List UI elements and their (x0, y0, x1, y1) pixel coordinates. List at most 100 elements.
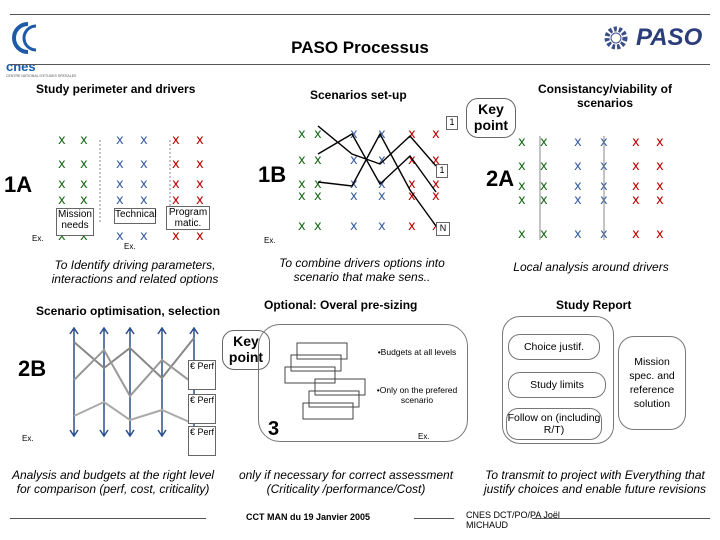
s2-x-mark: x (350, 127, 358, 142)
s1-x-mark: x (140, 177, 148, 192)
s1-heading: Study perimeter and drivers (36, 82, 196, 96)
s3-x-mark: x (518, 193, 526, 208)
s6-mission-spec-label: Mission spec. and reference solution (629, 356, 675, 410)
cnes-logo-caption: CENTRE NATIONAL D'ETUDES SPATIALES (6, 74, 77, 78)
cnes-logo-name: cnes (6, 59, 36, 74)
s1-code: 1A (4, 172, 33, 197)
s2-x-mark: x (432, 127, 440, 142)
footer-rule-left (10, 518, 206, 519)
s1-technical-box: Technical (114, 208, 157, 224)
s6-follow-on-box: Follow on (including R/T) (506, 408, 602, 440)
footer-author: CNES DCT/PO/PA Joël MICHAUD (466, 510, 560, 530)
s1-mission-needs-label: Mission needs (58, 209, 92, 231)
s1-programmatic-box: Program matic. (166, 206, 210, 230)
s1-ex-label: Ex. (32, 234, 44, 243)
s4-code: 2B (18, 356, 47, 381)
s4-heading: Scenario optimisation, selection (36, 304, 221, 318)
s3-x-mark: x (574, 135, 582, 150)
s3-x-mark: x (632, 179, 640, 194)
s3-x-mark: x (632, 159, 640, 174)
s3-x-mark: x (656, 227, 664, 242)
s3-x-mark: x (540, 227, 548, 242)
s2-x-mark: x (408, 189, 416, 204)
s2-x-mark: x (298, 153, 306, 168)
gear-icon (604, 26, 628, 50)
s2-x-mark: x (314, 189, 322, 204)
s1-x-mark: x (196, 133, 204, 148)
s2-x-mark: x (350, 153, 358, 168)
s1-x-mark: x (140, 157, 148, 172)
s1-x-mark: x (196, 177, 204, 192)
s3-x-mark: x (540, 159, 548, 174)
s2-x-mark: x (298, 219, 306, 234)
cnes-logo-icon (12, 22, 37, 54)
s6-study-limits-box: Study limits (508, 372, 606, 398)
s3-code: 2A (486, 166, 515, 191)
s1-x-mark: x (116, 193, 124, 208)
s2-heading: Scenarios set-up (310, 88, 407, 102)
s4-perf-box-1: € Perf (188, 360, 216, 390)
s5-heading: Optional: Overal pre-sizing (264, 298, 418, 312)
s2-x-mark: x (314, 177, 322, 192)
s2-caption: To combine drivers options into scenario… (279, 256, 445, 284)
s6-choice-justif-box: Choice justif. (508, 334, 600, 360)
page-title: PASO Processus (291, 38, 429, 57)
s3-x-mark: x (574, 193, 582, 208)
s2-x-mark: x (314, 153, 322, 168)
s3-x-mark: x (632, 135, 640, 150)
s1-x-mark: x (196, 193, 204, 208)
top-rule (10, 14, 710, 15)
s3-x-mark: x (574, 179, 582, 194)
s2-x-mark: x (350, 189, 358, 204)
s1-ex2-label: Ex. (124, 242, 136, 251)
s1-x-mark: x (58, 133, 66, 148)
s5-code: 3 (268, 418, 280, 440)
s2-code: 1B (258, 162, 287, 187)
s3-x-mark: x (518, 179, 526, 194)
s4-perf-label-2: € Perf (189, 395, 214, 405)
s2-tag-n: N (436, 222, 450, 236)
s4-perf-box-2: € Perf (188, 394, 216, 424)
s2-x-mark: x (378, 153, 386, 168)
s2-x-mark: x (408, 177, 416, 192)
s3-x-mark: x (656, 179, 664, 194)
s3-x-mark: x (656, 193, 664, 208)
s2-x-mark: x (350, 177, 358, 192)
s3-x-mark: x (540, 179, 548, 194)
s5-bullet-1: •Budgets at all levels (377, 347, 457, 357)
s1-x-mark: x (58, 193, 66, 208)
s2-tag-n-label: N (439, 223, 447, 233)
s2-tag-1a-label: 1 (449, 117, 455, 127)
s1-caption: To Identify driving parameters, interact… (51, 258, 219, 286)
paso-logo: PASO (598, 20, 716, 56)
s2-x-mark: x (298, 127, 306, 142)
s1-x-mark: x (80, 193, 88, 208)
s2-x-mark: x (408, 127, 416, 142)
s4-perf-box-3: € Perf (188, 426, 216, 456)
s2-x-mark: x (314, 127, 322, 142)
s1-x-mark: x (196, 229, 204, 244)
s1-x-mark: x (172, 229, 180, 244)
s4-caption: Analysis and budgets at the right level … (11, 468, 215, 496)
s5-bullet-2: •Only on the prefered scenario (376, 385, 458, 405)
s6-report-frame (502, 316, 614, 444)
s2-x-mark: x (378, 127, 386, 142)
s3-x-mark: x (518, 159, 526, 174)
s2-tag-1a: 1 (446, 116, 458, 130)
s1-x-mark: x (116, 177, 124, 192)
title-rule (10, 64, 710, 65)
s2-x-mark: x (378, 219, 386, 234)
s3-x-mark: x (540, 135, 548, 150)
footer-rule-mid (414, 518, 454, 519)
s1-x-mark: x (172, 193, 180, 208)
s3-x-mark: x (540, 193, 548, 208)
s4-double-arrow (69, 326, 79, 438)
s1-x-mark: x (196, 157, 204, 172)
footer-meeting: CCT MAN du 19 Janvier 2005 (246, 512, 371, 522)
s1-x-mark: x (58, 157, 66, 172)
s6-mission-spec-box: Mission spec. and reference solution (618, 336, 686, 430)
s1-programmatic-label: Program matic. (168, 207, 208, 229)
s3-x-mark: x (656, 159, 664, 174)
